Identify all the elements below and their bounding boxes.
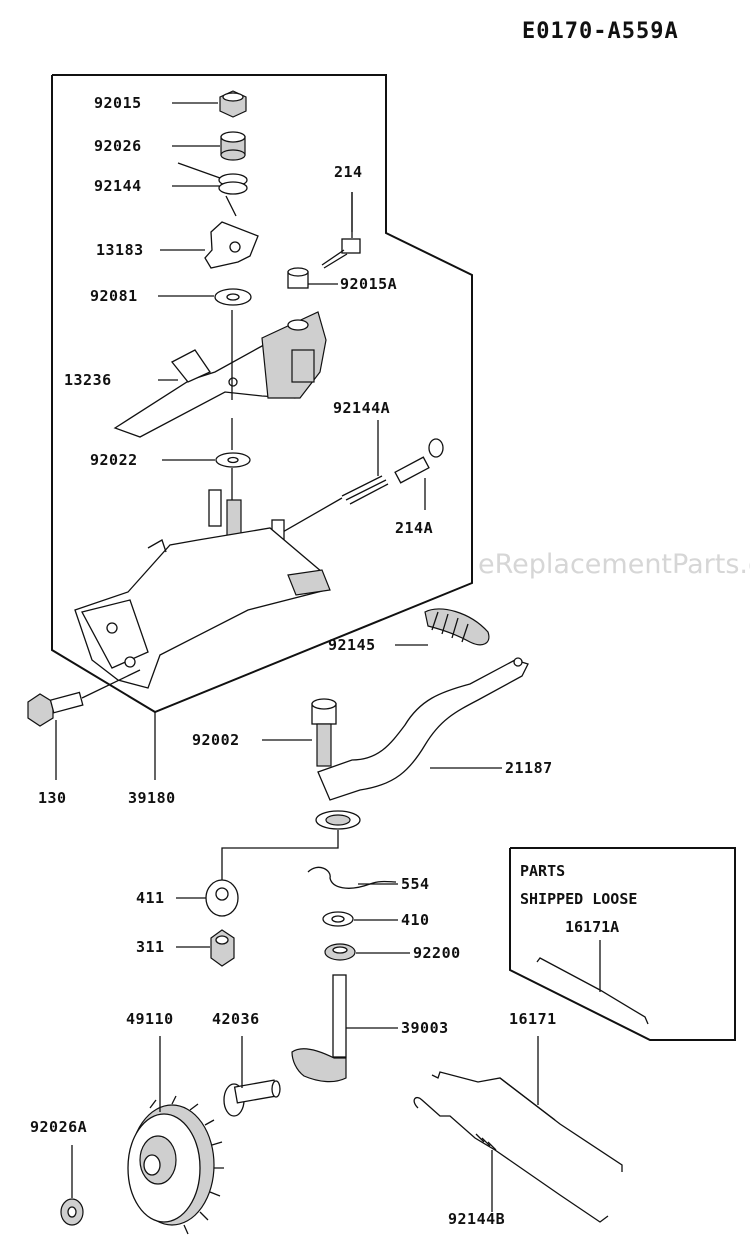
shipped-loose-line2: SHIPPED LOOSE bbox=[520, 890, 637, 908]
part-label-92081: 92081 bbox=[90, 287, 138, 305]
bolt-214 bbox=[321, 192, 361, 269]
part-label-92144B: 92144B bbox=[448, 1210, 505, 1228]
collar-92015A bbox=[287, 267, 309, 289]
bracket-39180 bbox=[74, 527, 331, 689]
bolt-214A bbox=[394, 438, 444, 484]
part-label-13183: 13183 bbox=[96, 241, 144, 259]
washer-410 bbox=[322, 911, 354, 927]
assembly-outline bbox=[51, 74, 473, 714]
nut-311 bbox=[210, 929, 235, 967]
bolt-130 bbox=[27, 669, 141, 727]
rod-16171 bbox=[431, 1071, 623, 1172]
part-label-92145: 92145 bbox=[328, 636, 376, 654]
part-label-92144: 92144 bbox=[94, 177, 142, 195]
shaft-39003 bbox=[291, 974, 347, 1083]
part-label-13236: 13236 bbox=[64, 371, 112, 389]
part-label-92144A: 92144A bbox=[333, 399, 390, 417]
diagram-code: E0170-A559A bbox=[522, 19, 679, 44]
part-label-16171: 16171 bbox=[509, 1010, 557, 1028]
leader-lines bbox=[55, 102, 601, 1212]
part-label-42036: 42036 bbox=[212, 1010, 260, 1028]
washer-92022 bbox=[215, 452, 251, 468]
gear-49110 bbox=[127, 1095, 224, 1235]
part-label-49110: 49110 bbox=[126, 1010, 174, 1028]
part-label-214: 214 bbox=[334, 163, 363, 181]
part-label-411: 411 bbox=[136, 889, 165, 907]
washer-92081 bbox=[214, 288, 252, 306]
part-label-214A: 214A bbox=[395, 519, 433, 537]
part-labels: 92015 92026 92144 214 13183 92015A 92081… bbox=[30, 94, 557, 1228]
part-label-39180: 39180 bbox=[128, 789, 176, 807]
spring-92144 bbox=[177, 162, 248, 217]
part-label-92022: 92022 bbox=[90, 451, 138, 469]
lever-13236 bbox=[113, 311, 327, 438]
part-label-92002: 92002 bbox=[192, 731, 240, 749]
spring-92145 bbox=[424, 608, 490, 646]
part-label-92015A: 92015A bbox=[340, 275, 397, 293]
nut-92015 bbox=[219, 90, 247, 118]
part-label-92200: 92200 bbox=[413, 944, 461, 962]
bolt-92002 bbox=[311, 698, 337, 767]
lever-arm-21187 bbox=[315, 657, 529, 830]
part-label-410: 410 bbox=[401, 911, 430, 929]
pin-42036 bbox=[223, 1079, 281, 1117]
spring-92144B bbox=[413, 1096, 609, 1223]
washer-411 bbox=[205, 879, 239, 917]
part-label-39003: 39003 bbox=[401, 1019, 449, 1037]
plate-13183 bbox=[204, 221, 259, 269]
part-label-130: 130 bbox=[38, 789, 67, 807]
part-label-92026: 92026 bbox=[94, 137, 142, 155]
washer-92200 bbox=[324, 943, 356, 961]
collar-92026 bbox=[220, 131, 246, 161]
part-label-16171A: 16171A bbox=[565, 918, 619, 936]
part-label-311: 311 bbox=[136, 938, 165, 956]
part-label-92015: 92015 bbox=[94, 94, 142, 112]
washer-92026A bbox=[60, 1198, 84, 1226]
clip-554 bbox=[307, 866, 397, 889]
part-label-92026A: 92026A bbox=[30, 1118, 87, 1136]
watermark-text: eReplacementParts.com bbox=[478, 549, 750, 580]
shipped-loose-line1: PARTS bbox=[520, 862, 565, 880]
part-label-21187: 21187 bbox=[505, 759, 553, 777]
part-label-554: 554 bbox=[401, 875, 430, 893]
